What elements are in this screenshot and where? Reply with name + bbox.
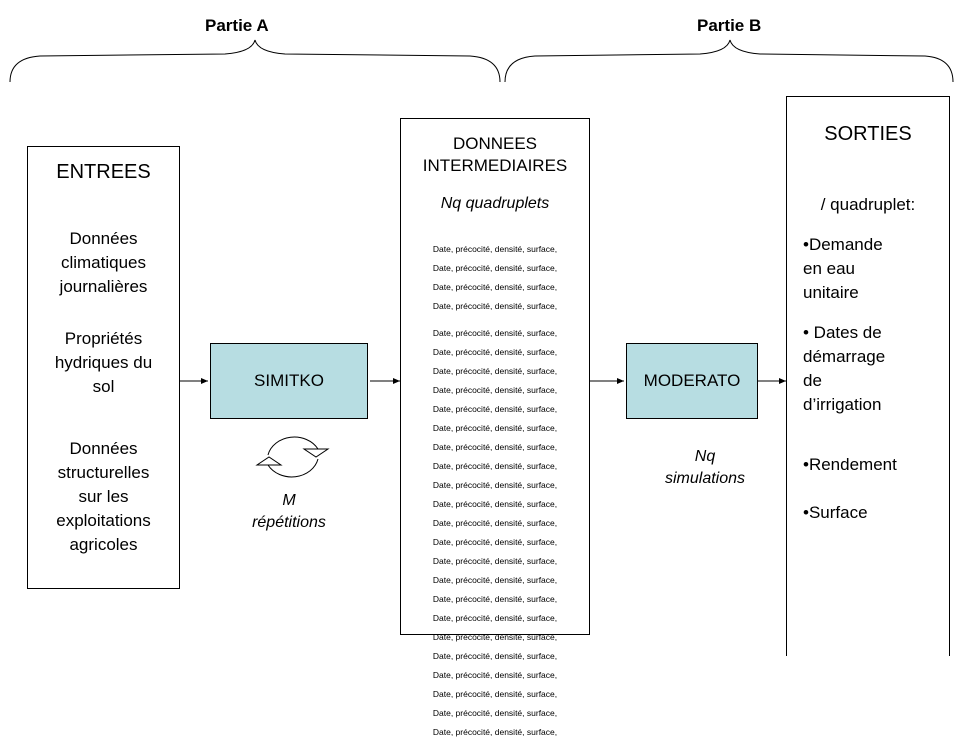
quadruplet-row: Date, précocité, densité, surface, (432, 301, 558, 311)
sim-nq-label: Nq (694, 448, 716, 465)
sorties-bullet-rendement: •Rendement (803, 453, 897, 477)
quadruplet-row: Date, précocité, densité, surface, (432, 670, 558, 680)
sorties-bullet-demande: •Demande en eau unitaire (803, 233, 883, 305)
simitko-label: SIMITKO (254, 371, 324, 390)
moderato-box: MODERATO (626, 343, 758, 419)
entrees-title: ENTREES (56, 161, 151, 183)
entrees-text: journalières (59, 277, 148, 296)
quadruplet-row: Date, précocité, densité, surface, (432, 404, 558, 414)
sorties-per-quadruplet: / quadruplet: (820, 195, 916, 214)
quadruplet-row: Date, précocité, densité, surface, (432, 366, 558, 376)
sorties-text: • Dates de (803, 323, 882, 342)
quadruplet-row: Date, précocité, densité, surface, (432, 689, 558, 699)
loop-m-label: M (282, 492, 296, 509)
entrees-text: exploitations (56, 511, 151, 530)
quadruplet-row: Date, précocité, densité, surface, (432, 613, 558, 623)
quadruplet-row: Date, précocité, densité, surface, (432, 537, 558, 547)
loop-icon (255, 436, 330, 478)
quadruplet-row: Date, précocité, densité, surface, (432, 328, 558, 338)
quadruplet-row: Date, précocité, densité, surface, (432, 385, 558, 395)
entrees-text: sur les (78, 487, 129, 506)
quadruplet-row: Date, précocité, densité, surface, (432, 347, 558, 357)
quadruplet-row: Date, précocité, densité, surface, (432, 651, 558, 661)
sorties-text: •Surface (803, 503, 868, 522)
entrees-text: structurelles (57, 463, 150, 482)
moderato-simulations: Nq simulations (640, 446, 770, 490)
entrees-item-climat: Données climatiques journalières (28, 227, 179, 299)
quadruplet-row: Date, précocité, densité, surface, (432, 556, 558, 566)
diagram-connectors (9, 39, 954, 478)
loop-text-label: répétitions (252, 514, 326, 531)
partie-a-label: Partie A (205, 16, 269, 35)
entrees-box: ENTREES Données climatiques journalières… (27, 146, 180, 589)
intermediaires-title-line: DONNEES (452, 134, 538, 153)
sim-text-label: simulations (664, 470, 746, 487)
sorties-text: démarrage (803, 347, 886, 366)
sorties-text: •Demande (803, 235, 883, 254)
quadruplet-row: Date, précocité, densité, surface, (432, 442, 558, 452)
quadruplet-row: Date, précocité, densité, surface, (432, 632, 558, 642)
sorties-title: SORTIES (824, 123, 912, 145)
sorties-text: d’irrigation (803, 395, 882, 414)
entrees-text: sol (92, 377, 115, 396)
entrees-text: Données (69, 229, 138, 248)
partie-b-label: Partie B (697, 16, 762, 35)
simitko-repetitions: M répétitions (230, 490, 348, 534)
entrees-text: Propriétés (64, 329, 143, 348)
quadruplet-row: Date, précocité, densité, surface, (432, 594, 558, 604)
sorties-bullet-dates: • Dates de démarrage de d’irrigation (803, 321, 885, 417)
quadruplet-row: Date, précocité, densité, surface, (432, 518, 558, 528)
intermediaires-subtitle: Nq quadruplets (440, 195, 550, 212)
sorties-text: •Rendement (803, 455, 897, 474)
quadruplet-row: Date, précocité, densité, surface, (432, 461, 558, 471)
quadruplet-row: Date, précocité, densité, surface, (432, 727, 558, 737)
entrees-item-structure: Données structurelles sur les exploitati… (28, 437, 179, 557)
entrees-item-sol: Propriétés hydriques du sol (28, 327, 179, 399)
quadruplet-row: Date, précocité, densité, surface, (432, 423, 558, 433)
simitko-box: SIMITKO (210, 343, 368, 419)
quadruplet-row: Date, précocité, densité, surface, (432, 499, 558, 509)
quadruplet-row: Date, précocité, densité, surface, (432, 480, 558, 490)
sorties-text: unitaire (803, 283, 859, 302)
sorties-bullet-surface: •Surface (803, 501, 868, 525)
moderato-label: MODERATO (643, 371, 741, 390)
intermediaires-title-line: INTERMEDIAIRES (422, 156, 568, 175)
sorties-text: de (803, 371, 822, 390)
brace-partie-b (504, 39, 954, 83)
quadruplet-row: Date, précocité, densité, surface, (432, 708, 558, 718)
brace-partie-a (9, 39, 501, 83)
entrees-text: agricoles (69, 535, 138, 554)
quadruplet-row: Date, précocité, densité, surface, (432, 244, 558, 254)
quadruplet-row: Date, précocité, densité, surface, (432, 282, 558, 292)
intermediaires-box: DONNEES INTERMEDIAIRES Nq quadruplets Da… (400, 118, 590, 737)
sorties-text: en eau (803, 259, 855, 278)
entrees-text: hydriques du (54, 353, 153, 372)
entrees-text: Données (69, 439, 138, 458)
quadruplet-row: Date, précocité, densité, surface, (432, 263, 558, 273)
quadruplet-row: Date, précocité, densité, surface, (432, 575, 558, 585)
sorties-box: SORTIES / quadruplet: •Demande en eau un… (786, 96, 950, 656)
intermediaires-title: DONNEES INTERMEDIAIRES (401, 133, 589, 177)
entrees-text: climatiques (60, 253, 147, 272)
